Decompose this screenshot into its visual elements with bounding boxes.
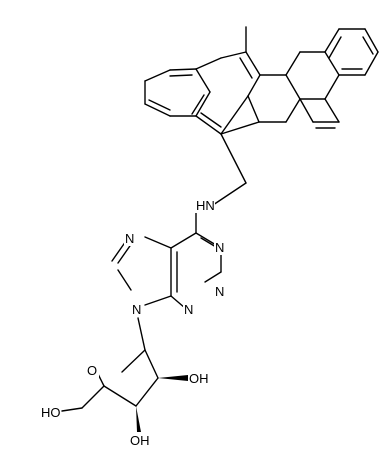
atom-nh: HN bbox=[196, 198, 215, 213]
bonds-purine bbox=[111, 207, 222, 309]
atom-n-purine-top: N bbox=[215, 240, 224, 255]
bonds-aromatic-core bbox=[144, 26, 379, 206]
atom-n-imidazole: N bbox=[125, 231, 134, 246]
atom-n-purine-right: N bbox=[215, 284, 224, 299]
atom-o-ring: O bbox=[87, 363, 97, 378]
atom-labels: HN N N N N N O OH OH HO bbox=[40, 197, 227, 448]
atom-oh-5prime: HO bbox=[41, 405, 61, 420]
atom-n9: N bbox=[132, 302, 141, 317]
bonds-ribose bbox=[61, 317, 188, 432]
atom-n-pyrimidine-bottom: N bbox=[184, 302, 193, 317]
atom-oh-2prime: OH bbox=[189, 371, 209, 386]
atom-oh-3prime: OH bbox=[130, 433, 150, 448]
